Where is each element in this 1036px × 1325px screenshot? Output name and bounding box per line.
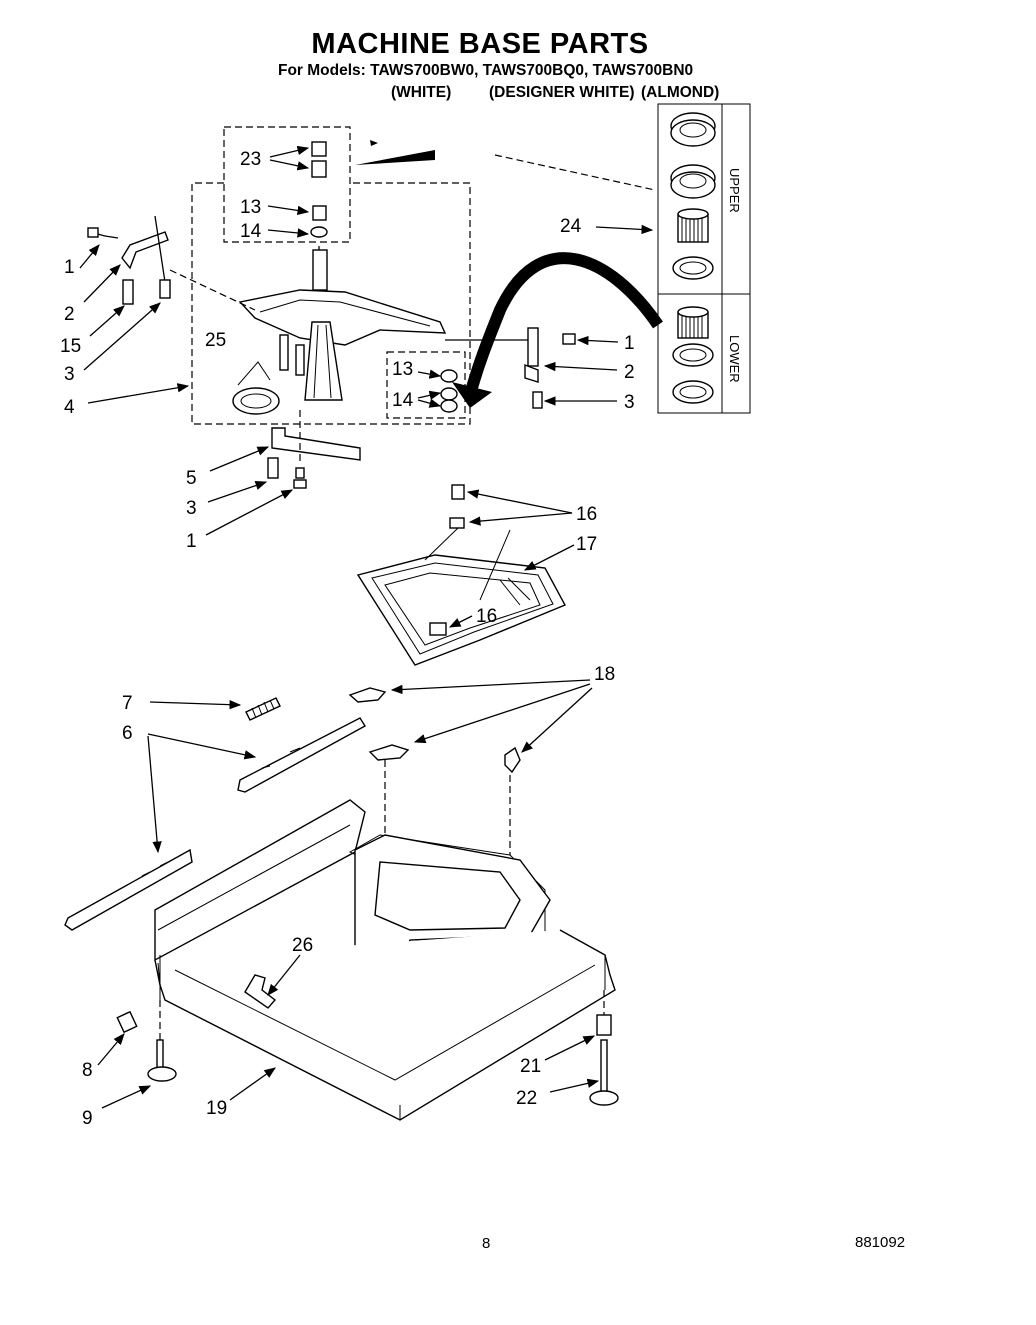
seal-part-25: [232, 387, 280, 415]
callout-15: 15: [60, 336, 81, 357]
callout-9: 9: [82, 1108, 93, 1129]
callout-18: 18: [594, 664, 615, 685]
callout-16-tray: 16: [476, 606, 497, 627]
bearing-box: [657, 103, 751, 414]
callout-25: 25: [205, 330, 226, 351]
clip-18c: [504, 746, 521, 774]
callout-8: 8: [82, 1060, 93, 1081]
transmission-assembly: [238, 246, 447, 401]
variant-white: (WHITE): [391, 84, 452, 101]
callout-16-top: 16: [576, 504, 597, 525]
right-bracket-group: [445, 327, 576, 409]
callout-21: 21: [520, 1056, 541, 1077]
callout-22: 22: [516, 1088, 537, 1109]
callout-14-top: 14: [240, 221, 262, 242]
callout-24: 24: [560, 216, 582, 237]
callout-1-lower: 1: [186, 531, 197, 552]
callout-1-left: 1: [64, 257, 75, 278]
callout-17: 17: [576, 534, 597, 555]
figure-id: 881092: [855, 1234, 906, 1251]
callout-13-top: 13: [240, 197, 261, 218]
callout-7: 7: [122, 693, 133, 714]
callout-23: 23: [240, 149, 261, 170]
clip-18a: [348, 687, 387, 703]
callout-19: 19: [206, 1098, 227, 1119]
callout-2-right: 2: [624, 362, 635, 383]
sub-parts-box: [386, 351, 466, 419]
lower-label: LOWER: [727, 335, 742, 383]
base-frame-part-19: [154, 799, 616, 1121]
spring-part-7: [245, 697, 281, 721]
tray-part-17: [356, 484, 566, 666]
upper-label: UPPER: [727, 168, 742, 213]
callout-3-right: 3: [624, 392, 635, 413]
wedge-arrow: [355, 150, 435, 165]
right-foot-parts: [589, 990, 619, 1106]
leader-24: [494, 154, 656, 191]
left-foot-parts: [116, 1000, 177, 1082]
callout-6: 6: [122, 723, 133, 744]
bracket-5-group: [267, 410, 361, 489]
callout-1-right: 1: [624, 333, 635, 354]
callout-13-sub: 13: [392, 359, 413, 380]
callout-3-left: 3: [64, 364, 75, 385]
callout-4: 4: [64, 397, 75, 418]
rail-part-6b: [64, 848, 193, 931]
callout-3-lower: 3: [186, 498, 197, 519]
top-small-parts: [310, 141, 328, 238]
callout-26: 26: [292, 935, 313, 956]
variant-designer-white: (DESIGNER WHITE): [489, 84, 635, 101]
callout-2-left: 2: [64, 304, 75, 325]
leader-arrows: [79, 145, 654, 1109]
callout-5: 5: [186, 468, 197, 489]
page-title: MACHINE BASE PARTS: [311, 28, 649, 60]
transmission-box: [191, 182, 471, 425]
clip-18b: [368, 744, 410, 761]
left-bracket-group: [87, 215, 256, 311]
rail-part-6a: [237, 717, 366, 793]
upper-bearing-set: [670, 112, 716, 280]
variant-almond: (ALMOND): [641, 84, 720, 101]
top-parts-box: [223, 126, 351, 243]
lower-bearing-set: [672, 306, 714, 404]
models-line: For Models: TAWS700BW0, TAWS700BQ0, TAWS…: [278, 62, 694, 79]
page-number: 8: [482, 1235, 491, 1252]
clip-part-26: [244, 974, 277, 1009]
curved-arrow: [464, 252, 663, 397]
callout-14-sub: 14: [392, 390, 414, 411]
